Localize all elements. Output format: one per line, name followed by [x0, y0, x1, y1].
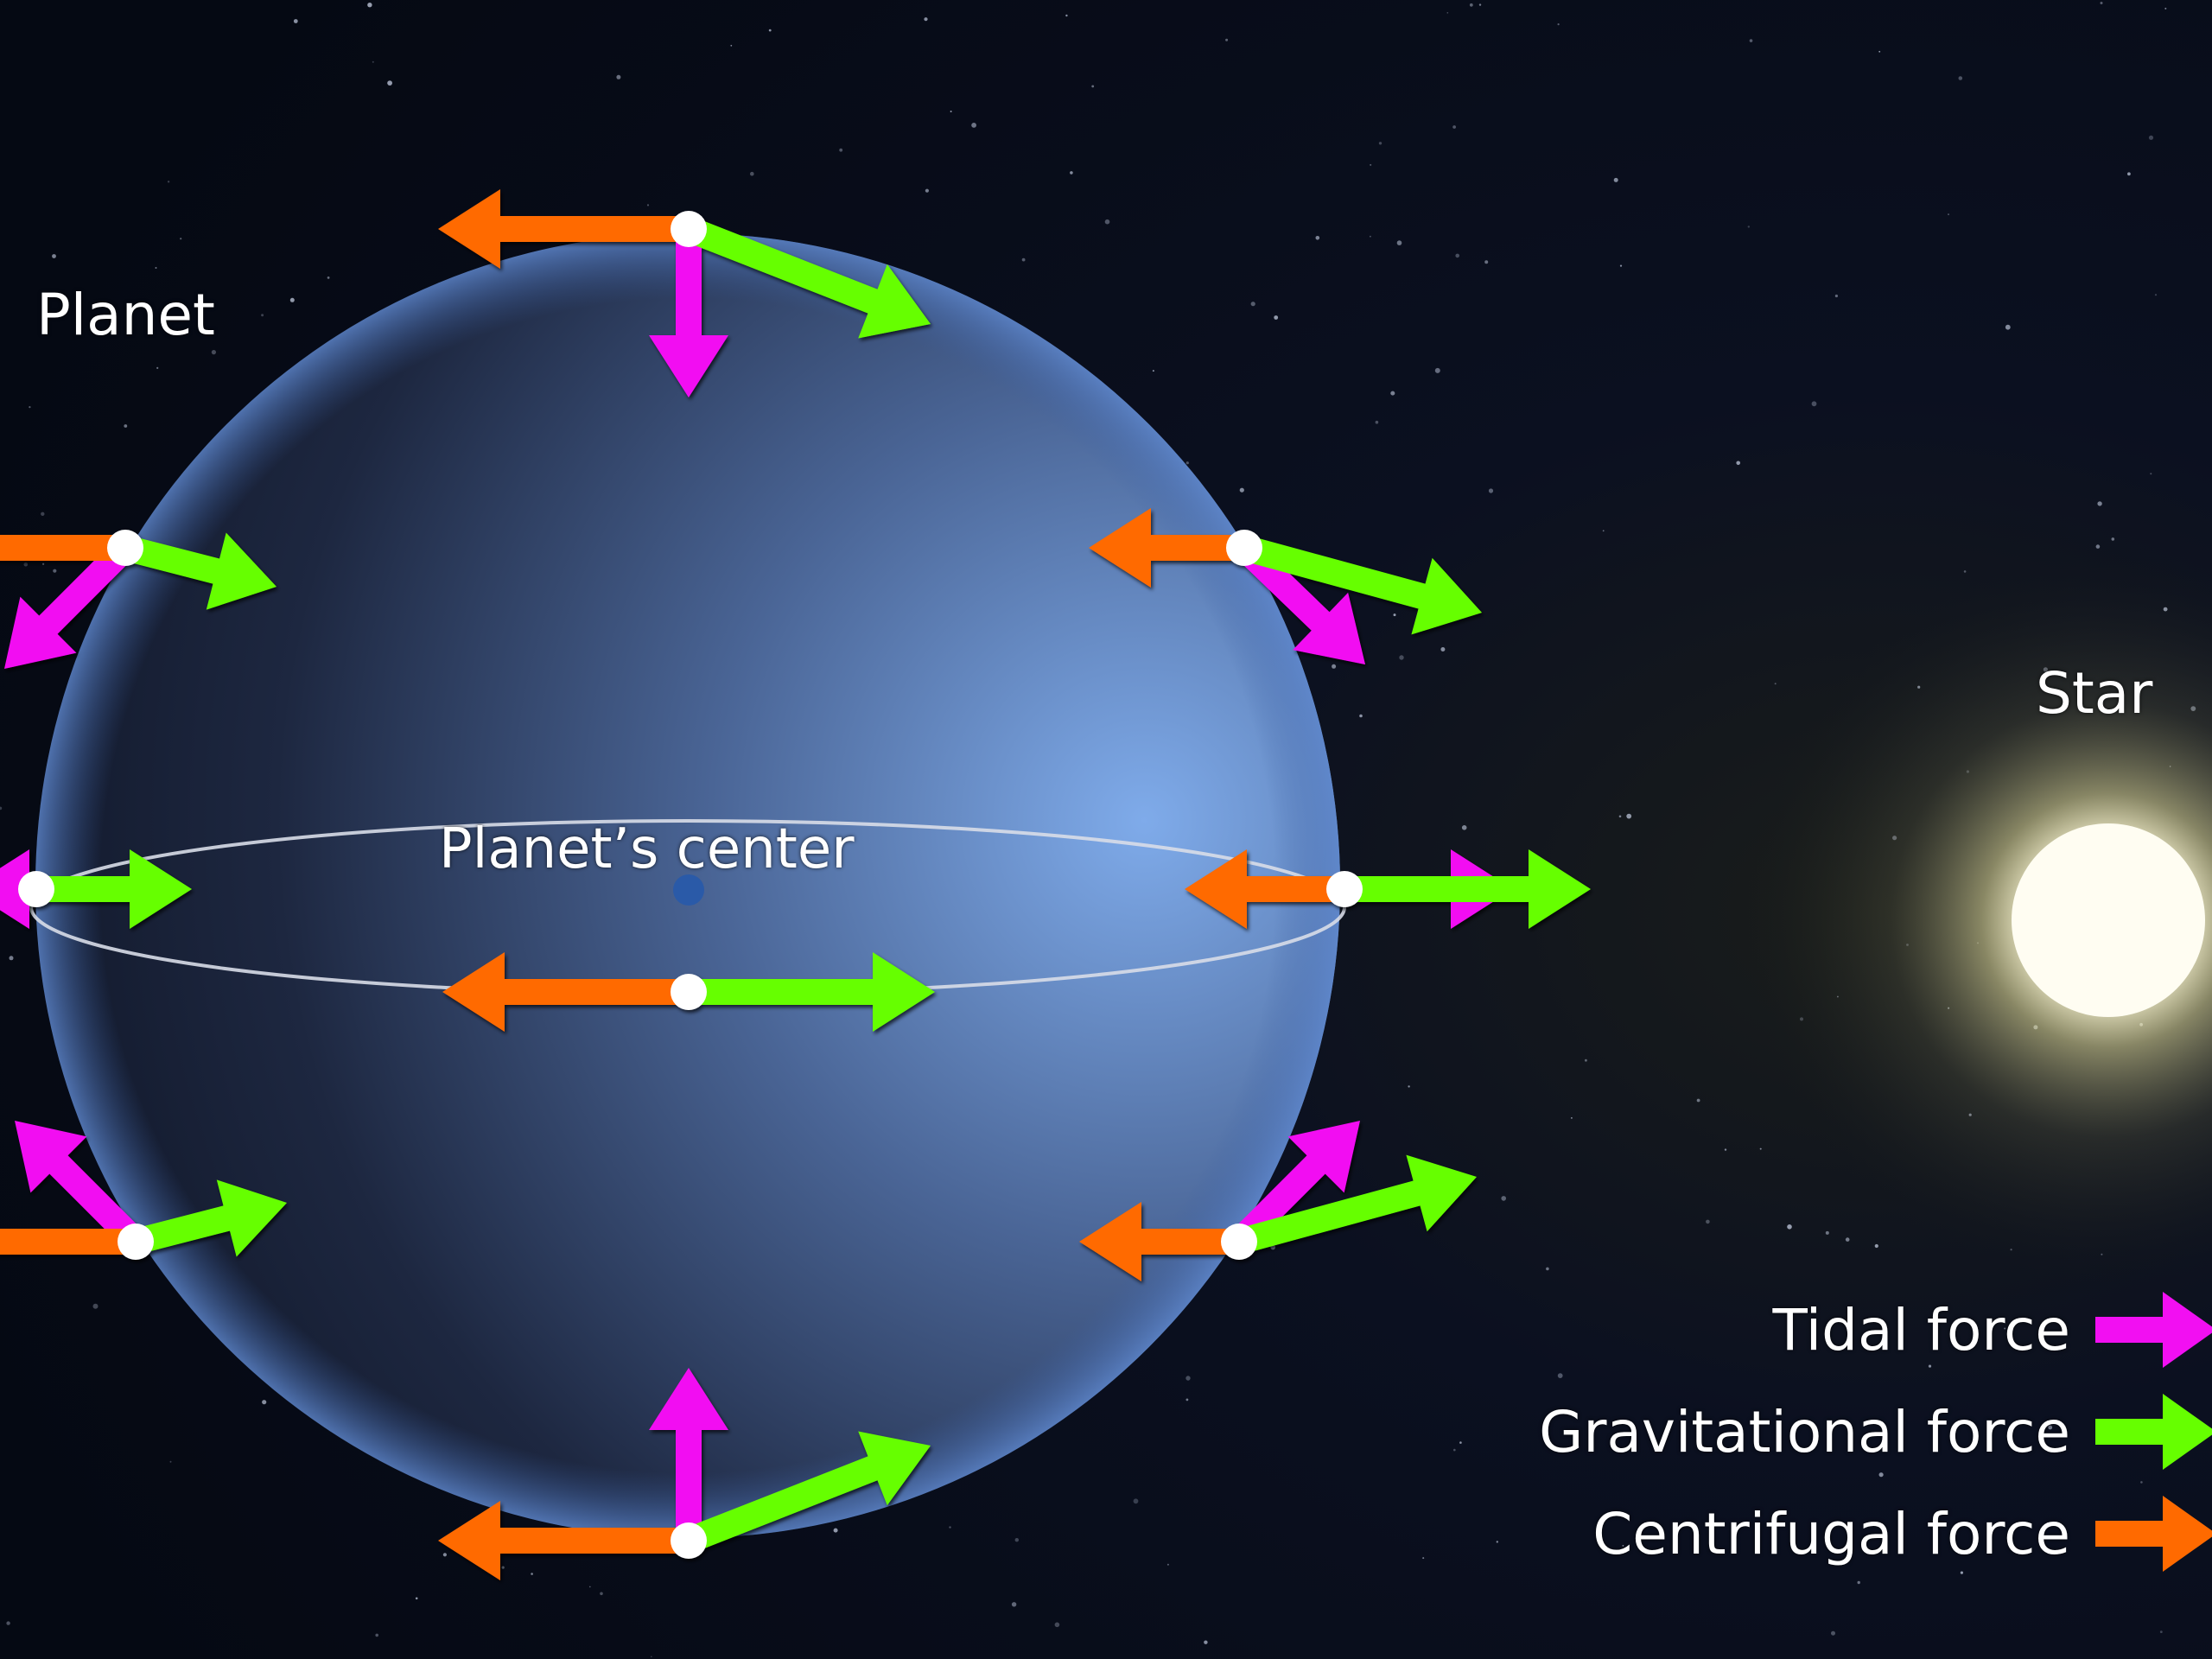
gravitational-arrow-icon	[2095, 1394, 2212, 1470]
centrifugal-force-arrow	[1089, 508, 1244, 588]
force-point-left	[0, 849, 192, 929]
tidal-force-arrow	[649, 229, 728, 397]
planet-center-label: Planet’s center	[439, 817, 855, 881]
legend-item-gravitational: Gravitational force	[1434, 1381, 2212, 1483]
tidal-force-arrow	[15, 1121, 145, 1251]
centrifugal-force-arrow	[438, 189, 689, 269]
centrifugal-force-arrow	[438, 1501, 689, 1580]
force-point-upper-right	[1089, 508, 1482, 664]
surface-point-upper-left	[107, 530, 143, 566]
planet-label: Planet	[36, 282, 215, 348]
gravitational-force-arrow	[683, 217, 931, 339]
force-point-lower-right	[1079, 1121, 1477, 1281]
legend-label-centrifugal: Centrifugal force	[1592, 1500, 2070, 1567]
centrifugal-force-arrow	[0, 1229, 136, 1255]
legend-label-gravitational: Gravitational force	[1539, 1398, 2070, 1465]
gravitational-force-arrow	[36, 849, 192, 929]
force-point-lower-left	[0, 1121, 287, 1260]
gravitational-force-arrow	[1236, 1154, 1477, 1255]
tidal-arrow-icon	[2095, 1292, 2212, 1368]
legend-item-tidal: Tidal force	[1434, 1279, 2212, 1381]
force-arrows	[0, 189, 1591, 1580]
gravitational-force-arrow	[1344, 849, 1591, 929]
tidal-force-arrow	[1230, 1121, 1360, 1251]
surface-point-top	[671, 211, 707, 247]
centrifugal-force-arrow	[442, 952, 689, 1032]
surface-point-left	[18, 871, 54, 907]
surface-point-lower-right	[1221, 1224, 1257, 1260]
legend-item-centrifugal: Centrifugal force	[1434, 1483, 2212, 1585]
star	[2012, 823, 2205, 1017]
centrifugal-force-arrow	[0, 535, 125, 561]
surface-point-lower-left	[118, 1224, 154, 1260]
force-point-center	[442, 952, 935, 1032]
centrifugal-arrow-icon	[2095, 1496, 2212, 1572]
surface-point-center	[671, 974, 707, 1010]
force-point-top	[438, 189, 931, 397]
tidal-force-arrow	[649, 1368, 728, 1541]
surface-point-bottom	[671, 1522, 707, 1559]
force-point-upper-left	[0, 530, 276, 669]
centrifugal-force-arrow	[1079, 1202, 1239, 1281]
legend: Tidal force Gravitational force Centrifu…	[1434, 1279, 2212, 1585]
gravitational-force-arrow	[689, 952, 935, 1032]
tidal-force-arrow	[1235, 538, 1365, 664]
force-point-bottom	[438, 1368, 931, 1580]
tidal-force-arrow	[4, 538, 135, 669]
gravitational-force-arrow	[122, 532, 276, 610]
star-label: Star	[2036, 660, 2153, 727]
gravitational-force-arrow	[1241, 535, 1482, 635]
centrifugal-force-arrow	[1185, 849, 1344, 929]
gravitational-force-arrow	[683, 1431, 931, 1553]
surface-point-upper-right	[1226, 530, 1262, 566]
star-glow	[1745, 557, 2212, 1283]
gravitational-force-arrow	[132, 1179, 287, 1257]
legend-label-tidal: Tidal force	[1772, 1296, 2070, 1363]
surface-point-right	[1326, 871, 1363, 907]
planet-center-dot	[673, 874, 704, 906]
force-point-right	[1185, 849, 1591, 929]
